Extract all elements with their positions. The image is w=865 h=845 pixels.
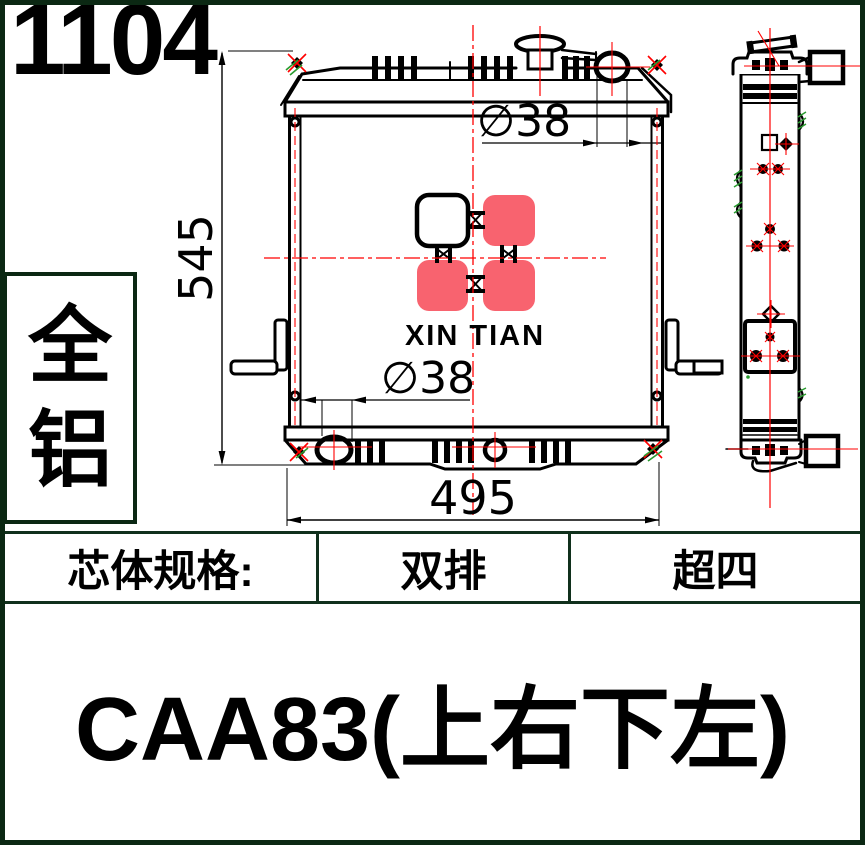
side-bottom-pipe (798, 433, 841, 469)
material-badge: 全 铝 (3, 272, 137, 524)
centerlines-side (728, 28, 860, 508)
logo-square-pink (417, 260, 468, 311)
logo-square-pink (483, 260, 535, 311)
cap-handle (746, 34, 798, 55)
logo-square-white (414, 192, 471, 249)
spec-label-cell: 芯体规格: (5, 534, 319, 601)
dimension-lines (214, 50, 663, 526)
spec-value-cell-type: 超四 (672, 547, 759, 596)
dim-top-port-label: ∅38 (477, 96, 571, 147)
hatch-marks-side (733, 111, 807, 399)
centerlines-front (264, 25, 667, 515)
model-number: CAA83(上右下左) (74, 680, 791, 780)
dim-height-label: 545 (169, 214, 223, 302)
spec-table-row: 芯体规格: 双排 超四 (2, 531, 863, 604)
xintian-logo (414, 192, 535, 311)
hatch-marks-front (285, 59, 663, 462)
logo-square-pink (483, 195, 535, 246)
dim-bottom-port-label: ∅38 (381, 353, 475, 404)
top-tank-ribs (372, 56, 590, 80)
spec-value-cell-rows: 双排 (319, 534, 571, 601)
dim-width-label: 495 (429, 471, 517, 525)
side-top-pipe (797, 49, 846, 86)
radiator-side-view (692, 34, 846, 473)
mounting-bracket-left (229, 318, 289, 376)
bottom-tank-ribs (355, 440, 571, 463)
material-char-2: 铝 (27, 403, 112, 497)
part-number: 1104 (10, 0, 218, 96)
logo-stitch-connectors (435, 211, 517, 293)
logo-brand-text: XIN TIAN (405, 320, 545, 352)
material-char-1: 全 (27, 299, 112, 393)
